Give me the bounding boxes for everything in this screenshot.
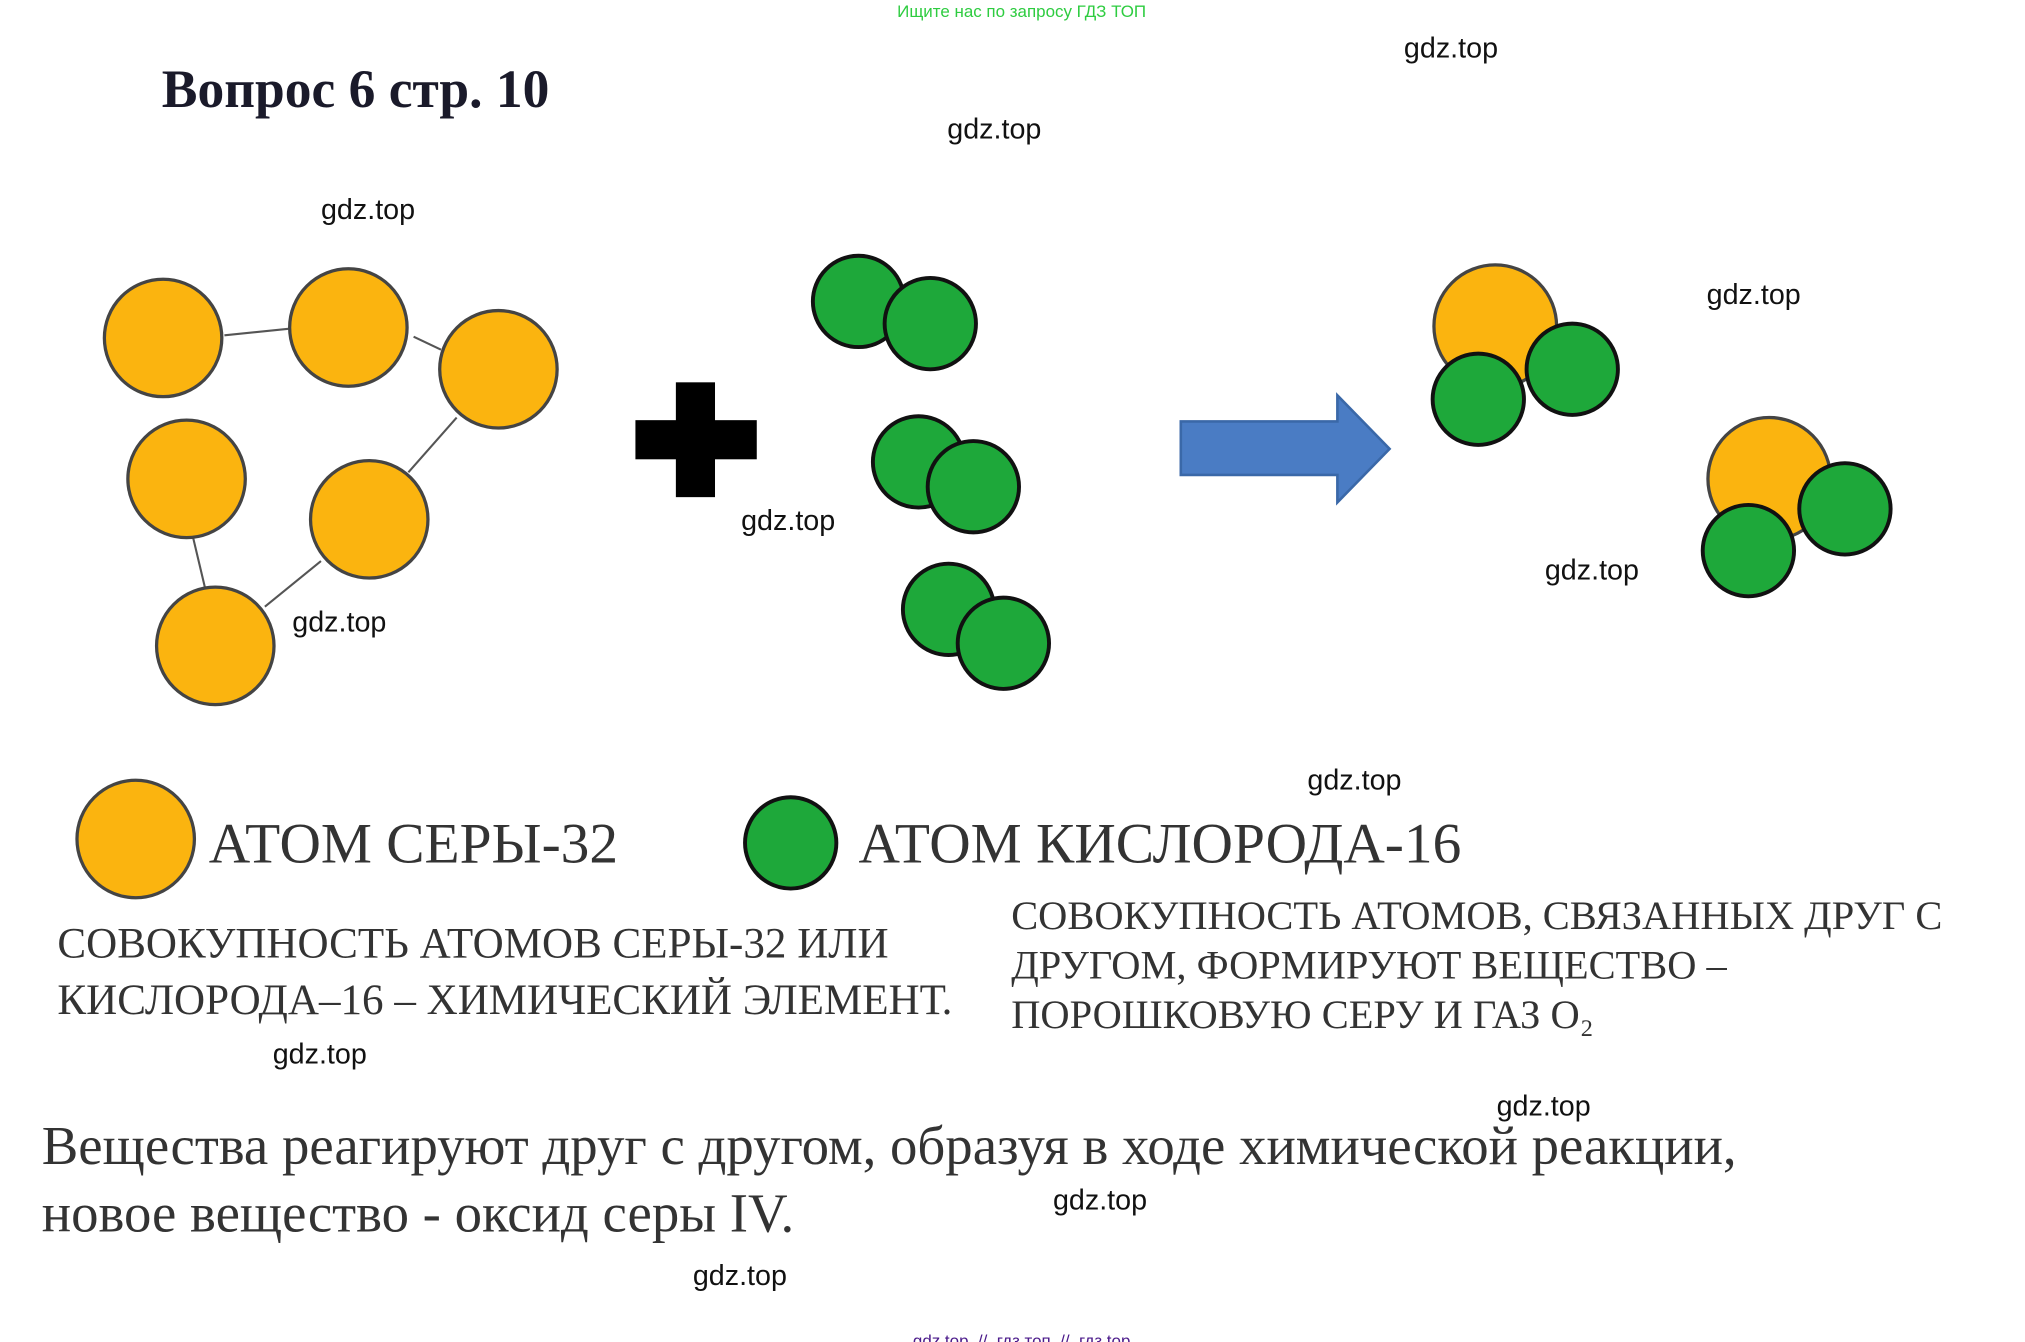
sulfur-atom bbox=[438, 308, 559, 430]
right-caption-line: ДРУГОМ, ФОРМИРУЮТ ВЕЩЕСТВО – bbox=[1011, 943, 1727, 988]
footer-links[interactable]: gdz top // гдз топ // гдз top bbox=[913, 1332, 1130, 1342]
left-caption-line: СОВОКУПНОСТЬ АТОМОВ СЕРЫ-32 ИЛИ bbox=[57, 921, 888, 968]
right-caption-line: ПОРОШКОВУЮ СЕРУ И ГАЗ O₂ bbox=[1011, 992, 1594, 1037]
sulfur-atom bbox=[126, 418, 247, 540]
left-caption-line: КИСЛОРОДА–16 – ХИМИЧЕСКИЙ ЭЛЕМЕНТ. bbox=[57, 977, 952, 1024]
legend-oxygen-icon bbox=[743, 795, 839, 891]
svg-text:gdz.top: gdz.top bbox=[273, 1038, 367, 1070]
sulfur-atom bbox=[154, 585, 276, 707]
svg-text:gdz.top: gdz.top bbox=[741, 505, 835, 537]
svg-text:gdz.top: gdz.top bbox=[292, 607, 386, 639]
svg-text:gdz.top: gdz.top bbox=[1404, 32, 1498, 64]
svg-text:gdz.top: gdz.top bbox=[947, 113, 1041, 145]
sulfur-network bbox=[102, 267, 559, 707]
conclusion-line: новое вещество - оксид серы IV. bbox=[42, 1183, 794, 1244]
plus-icon bbox=[635, 382, 757, 498]
svg-text:gdz.top: gdz.top bbox=[1307, 764, 1401, 796]
svg-text:gdz.top: gdz.top bbox=[1545, 554, 1639, 586]
sulfur-atom bbox=[102, 277, 224, 399]
svg-text:gdz.top: gdz.top bbox=[693, 1260, 787, 1292]
sulfur-atom bbox=[308, 458, 430, 580]
page-title: Вопрос 6 стр. 10 bbox=[162, 59, 550, 119]
legend-sulfur-icon bbox=[75, 778, 197, 900]
svg-text:gdz.top: gdz.top bbox=[1053, 1185, 1147, 1217]
top-banner[interactable]: Ищите нас по запросу ГДЗ ТОП bbox=[897, 2, 1146, 21]
reaction-arrow-icon bbox=[1179, 392, 1392, 506]
svg-text:gdz.top: gdz.top bbox=[1707, 279, 1801, 311]
conclusion-line: Вещества реагируют друг с другом, образу… bbox=[42, 1115, 1737, 1176]
right-caption-line: СОВОКУПНОСТЬ АТОМОВ, СВЯЗАННЫХ ДРУГ С bbox=[1011, 893, 1942, 938]
sulfur-atom bbox=[288, 267, 409, 388]
svg-text:gdz.top: gdz.top bbox=[321, 194, 415, 226]
legend-oxygen-label: АТОМ КИСЛОРОДА-16 bbox=[859, 812, 1462, 875]
so2-molecules bbox=[1430, 263, 1893, 599]
watermarks: gdz.top gdz.top gdz.top gdz.top gdz.top … bbox=[273, 32, 1801, 1292]
oxygen-molecules bbox=[810, 253, 1051, 691]
legend-sulfur-label: АТОМ СЕРЫ-32 bbox=[209, 812, 618, 875]
svg-text:gdz.top: gdz.top bbox=[1497, 1091, 1591, 1123]
